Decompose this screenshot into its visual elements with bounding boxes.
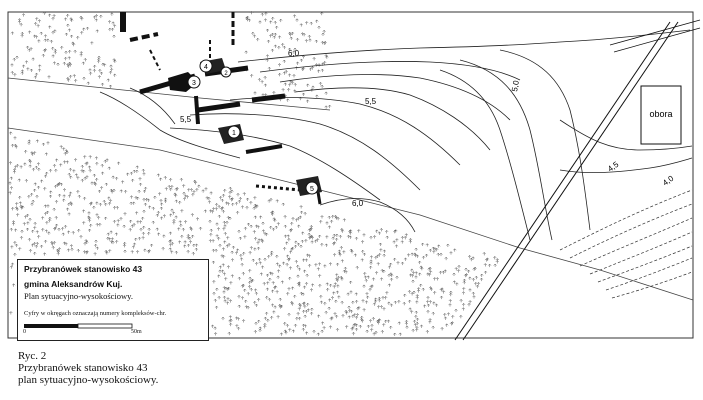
contour-label: 5,5 [365, 97, 377, 106]
figure-caption-title: Przybranówek stanowisko 43 [18, 362, 148, 374]
contour-line [229, 96, 461, 166]
complexes: 4 3 1 2 5 [168, 58, 322, 196]
complex-marker [220, 66, 232, 78]
contour-line [237, 29, 691, 63]
contour-label: 5,5 [180, 115, 192, 124]
trenches [120, 12, 322, 205]
contour-lines [99, 29, 693, 241]
contour-label: 4,0 [661, 174, 676, 188]
scale-end-label: 50m [131, 329, 142, 335]
complex-number: 2 [224, 71, 228, 77]
complex-number: 3 [192, 80, 196, 87]
contour-line [439, 69, 531, 241]
contour-line [499, 49, 591, 231]
contour-line [279, 74, 511, 121]
contour-line [294, 87, 491, 151]
legend-subtitle: gmina Aleksandrów Kuj. [24, 279, 123, 289]
complex-marker [199, 59, 213, 73]
road-line [613, 27, 701, 53]
contour-line [459, 59, 553, 241]
forest-area-top [10, 10, 332, 109]
dashed-contours [559, 189, 693, 299]
figure-caption-subtitle: plan sytuacyjno-wysokościowy. [18, 374, 159, 386]
contour-label: 6,0 [352, 199, 364, 208]
legend-note: Cyfry w okręgach oznaczają numery komple… [24, 310, 167, 317]
complex-number: 5 [310, 186, 314, 193]
legend-title: Przybranówek stanowisko 43 [24, 264, 143, 274]
contour-label: 5,0 [510, 79, 521, 92]
building-obora [640, 85, 682, 145]
forest-area-bottom [8, 131, 499, 336]
figure-caption-number: Ryc. 2 [18, 350, 47, 362]
contour-line [99, 91, 241, 159]
legend-description: Plan sytuacyjno-wysokościowy. [24, 291, 133, 301]
complex-number: 4 [204, 64, 208, 71]
scale-start-label: 0 [23, 329, 26, 335]
contour-line [559, 157, 693, 174]
complex-marker [227, 125, 241, 139]
building-label: obora [649, 109, 672, 119]
road-lines [454, 19, 701, 341]
contour-label: 6,0 [288, 49, 300, 58]
contour-line [169, 127, 381, 201]
legend-box: Przybranówek stanowisko 43 gmina Aleksan… [17, 259, 209, 341]
contour-line [319, 198, 416, 233]
road-line [454, 21, 671, 341]
complex-marker [187, 75, 201, 89]
forest-edge-top [7, 77, 331, 111]
contour-line [259, 61, 521, 81]
road-line [462, 21, 679, 341]
map-border [7, 11, 694, 339]
road-line [609, 19, 701, 46]
contour-line [189, 113, 421, 191]
complex-number: 1 [232, 130, 236, 137]
contour-line [559, 119, 693, 151]
scale-bar [24, 323, 133, 329]
contour-line [129, 87, 176, 125]
complex-marker [305, 181, 319, 195]
